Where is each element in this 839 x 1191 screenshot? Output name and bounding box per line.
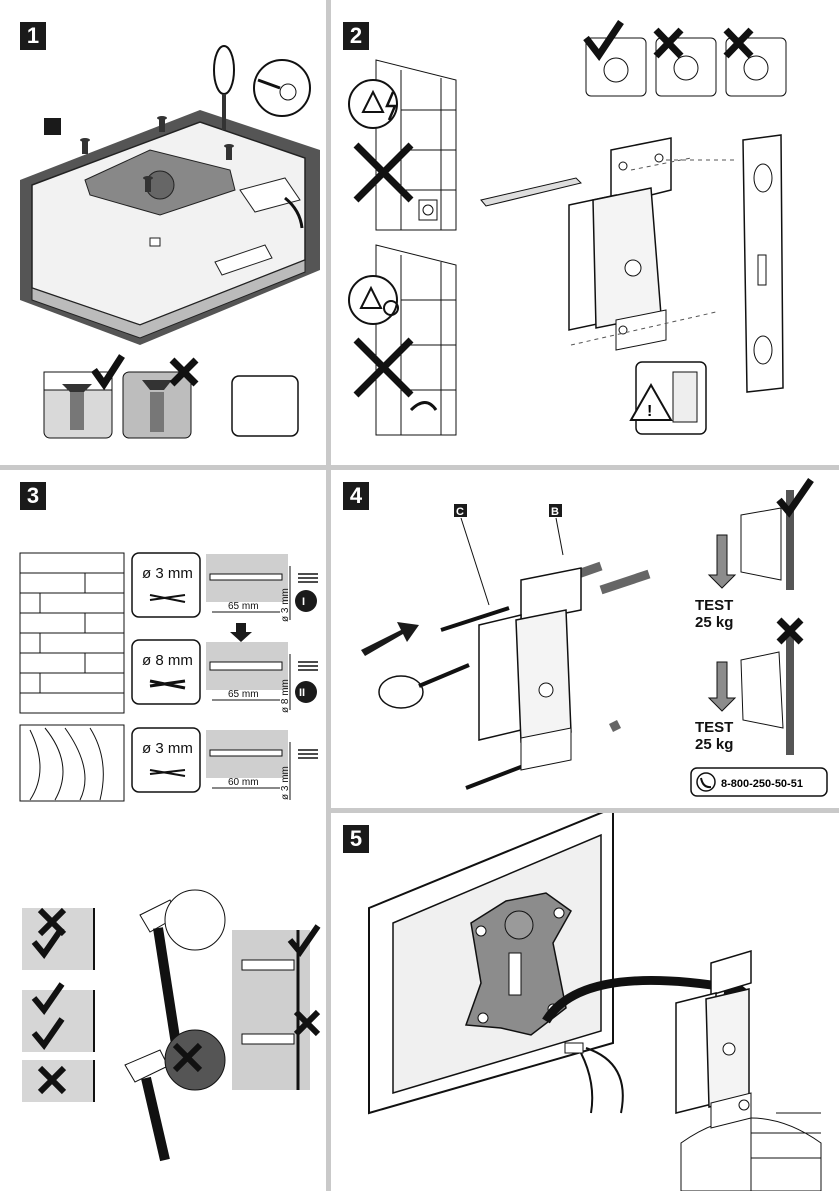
test-fail (707, 617, 804, 755)
horizontal-divider-2 (331, 808, 839, 813)
drill-depth-3: 60 mm (228, 777, 259, 788)
empty-check-box (231, 375, 299, 437)
drill-bit-size-1: ø 3 mm (280, 588, 291, 622)
step-3-illustration: ø 3 mm ø 8 mm ø 3 mm 65 mm 65 mm 60 mm ø… (19, 552, 321, 1162)
stage-label-2: II (299, 687, 305, 699)
part-b-label: B (551, 506, 559, 518)
step-2-illustration: ! (348, 20, 787, 436)
step-1-number: 1 (20, 22, 46, 50)
step-5-number: 5 (343, 825, 369, 853)
step-3-number: 3 (20, 482, 46, 510)
test-2-title: TEST (695, 719, 733, 736)
step-4-number: 4 (343, 482, 369, 510)
part-c-label: C (456, 506, 464, 518)
dowel-insertion-guide (22, 889, 321, 1162)
wall-bracket (568, 137, 672, 351)
horizontal-divider-1 (0, 465, 839, 470)
screwdriver-icon (213, 45, 235, 130)
svg-text:!: ! (647, 403, 652, 420)
mounted-bracket (675, 949, 752, 1129)
phone-number: 8-800-250-50-51 (721, 778, 803, 790)
drill-bit-box-1 (131, 552, 201, 618)
drill-bit-size-3: ø 3 mm (280, 766, 291, 800)
screw-check-wrong (122, 357, 199, 439)
stage-label-1: I (302, 596, 305, 608)
screw-detail-circle (253, 59, 311, 117)
part-marker-square (44, 118, 61, 135)
test-pass (707, 478, 814, 590)
drill-diameter-1: ø 3 mm (142, 565, 193, 582)
phone-badge (690, 767, 828, 797)
arrow-down-icon (230, 623, 252, 642)
drill-depth-2: 65 mm (228, 689, 259, 700)
drill-diameter-3: ø 3 mm (142, 740, 193, 757)
stage-badge-2 (295, 681, 317, 703)
pencil-mark-checks (583, 20, 787, 97)
vesa-mount-plate (464, 892, 572, 1036)
tv-back-panel (20, 110, 320, 345)
drill-diameter-2: ø 8 mm (142, 652, 193, 669)
step-4-illustration: C B TEST 25 kg TEST 25 kg 8-800-250-50-5… (361, 478, 828, 797)
test-2-weight: 25 kg (695, 736, 733, 753)
drill-bit-box-3 (131, 727, 201, 793)
part-b-badge (549, 504, 562, 517)
part-c-badge (454, 504, 467, 517)
screw-check-correct (43, 354, 125, 439)
wall-electric-warning (348, 59, 457, 231)
drill-bit-box-2 (131, 639, 201, 705)
vertical-divider (326, 0, 331, 1191)
drill-bit-size-2: ø 8 mm (280, 679, 291, 713)
brick-wall (19, 552, 125, 714)
test-1-weight: 25 kg (695, 614, 733, 631)
pencil-icon (480, 177, 582, 207)
push-arrow-icon (361, 622, 419, 656)
wall-water-warning (348, 244, 457, 436)
step-2-number: 2 (343, 22, 369, 50)
wood-wall (19, 724, 125, 802)
step-5-illustration (368, 813, 822, 1191)
step-1-illustration (20, 45, 320, 439)
warning-box: ! (629, 361, 707, 435)
spirit-level (742, 134, 784, 393)
hang-arrow (542, 976, 732, 1024)
drill-depth-1: 65 mm (228, 601, 259, 612)
stage-badge-1 (295, 590, 317, 612)
test-1-title: TEST (695, 597, 733, 614)
